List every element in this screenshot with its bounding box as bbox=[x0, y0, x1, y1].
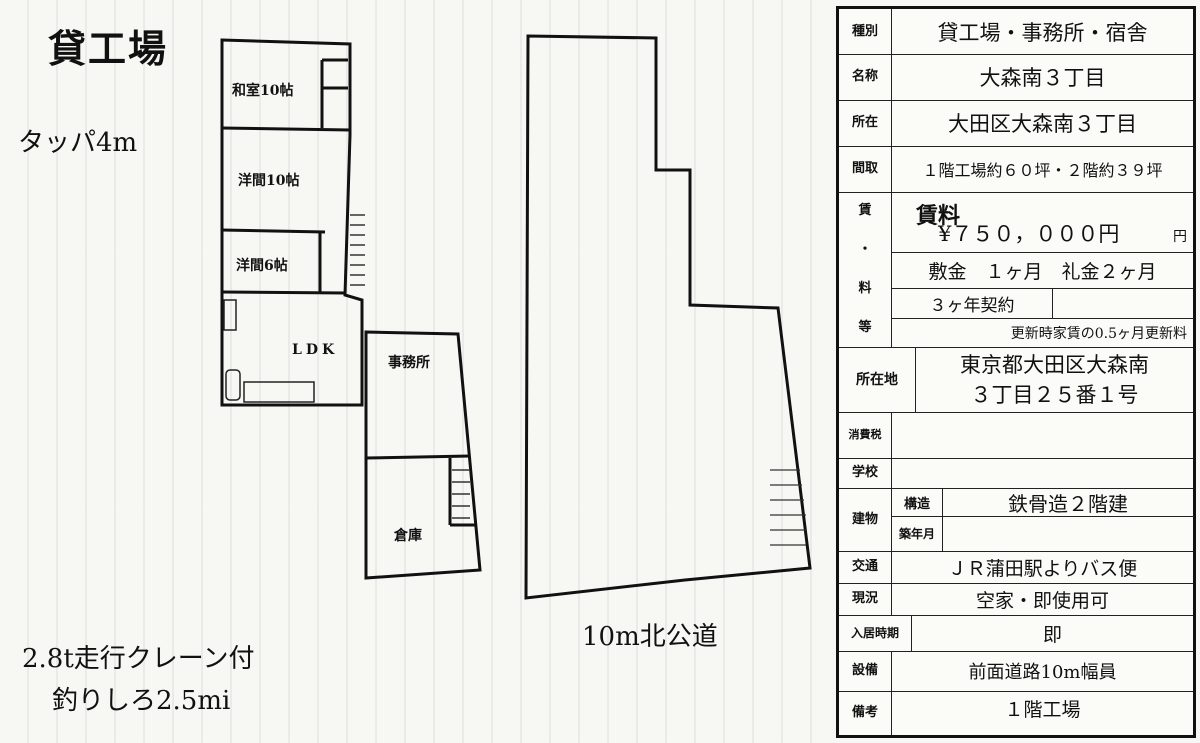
value-tax bbox=[892, 412, 1193, 458]
row-building: 建物 構造 鉄骨造２階建 築年月 bbox=[839, 488, 1194, 552]
key-structure: 構造 bbox=[892, 488, 943, 517]
value-type: 貸工場・事務所・宿舎 bbox=[937, 20, 1148, 45]
row-location: 所在 大田区大森南３丁目 bbox=[839, 100, 1193, 147]
row-school: 学校 bbox=[839, 458, 1193, 489]
value-location: 大田区大森南３丁目 bbox=[948, 112, 1137, 136]
row-layout: 間取 １階工場約６０坪・２階約３９坪 bbox=[839, 146, 1193, 193]
row-address: 所在地 東京都大田区大森南 ３丁目２５番１号 bbox=[839, 347, 1193, 413]
ceiling-height-note: タッパ4m bbox=[18, 128, 138, 158]
rent-value: ¥７５０，０００円 bbox=[938, 222, 1120, 246]
value-move-in: 即 bbox=[1042, 623, 1062, 646]
row-access: 交通 ＪＲ蒲田駅よりバス便 bbox=[839, 551, 1193, 584]
rent-label: 賃料 bbox=[916, 203, 961, 229]
value-layout: １階工場約６０坪・２階約３９坪 bbox=[922, 161, 1163, 180]
key-name: 名称 bbox=[839, 54, 892, 100]
office-outline bbox=[364, 330, 482, 580]
key-facility: 設備 bbox=[839, 651, 892, 691]
deposit-cell: 敷金 １ヶ月 礼金２ヶ月 bbox=[892, 252, 1193, 289]
key-school: 学校 bbox=[839, 458, 892, 488]
value-remarks: １階工場 bbox=[1004, 699, 1081, 721]
page-title: 貸工場 bbox=[48, 26, 169, 71]
row-move-in: 入居時期 即 bbox=[839, 615, 1193, 652]
key-address: 所在地 bbox=[839, 347, 916, 412]
room-office: 事務所 bbox=[388, 355, 430, 371]
row-name: 名称 大森南３丁目 bbox=[839, 54, 1193, 101]
row-type: 種別 貸工場・事務所・宿舎 bbox=[839, 9, 1193, 55]
renewal-cell: 更新時家賃の0.5ヶ月更新料 bbox=[1010, 325, 1187, 342]
value-facility: 前面道路10m幅員 bbox=[968, 662, 1117, 683]
scan-background bbox=[0, 0, 830, 743]
room-washitsu: 和室10帖 bbox=[232, 83, 294, 99]
room-yoma10: 洋間10帖 bbox=[238, 173, 300, 189]
room-ldk: LDK bbox=[292, 342, 339, 358]
key-access: 交通 bbox=[839, 551, 892, 583]
value-status: 空家・即使用可 bbox=[975, 589, 1109, 612]
value-address: 東京都大田区大森南 ３丁目２５番１号 bbox=[916, 347, 1193, 412]
room-warehouse: 倉庫 bbox=[394, 528, 422, 544]
key-tax: 消費税 bbox=[839, 412, 892, 458]
road-label: 10m北公道 bbox=[582, 622, 718, 652]
factory-outline bbox=[524, 34, 812, 600]
value-structure: 鉄骨造２階建 bbox=[942, 488, 1194, 517]
room-yoma6: 洋間6帖 bbox=[236, 258, 288, 274]
row-remarks: 備考 １階工場 bbox=[839, 691, 1193, 735]
key-move-in: 入居時期 bbox=[839, 615, 912, 651]
key-status: 現況 bbox=[839, 583, 892, 615]
key-layout: 間取 bbox=[839, 146, 892, 192]
value-school bbox=[892, 458, 1193, 488]
key-rent: 賃 ・ 料 等 bbox=[839, 192, 892, 347]
address-line2: ３丁目２５番１号 bbox=[970, 382, 1139, 407]
crane-note: 2.8t走行クレーン付 bbox=[22, 644, 255, 674]
row-rent: 賃 ・ 料 等 賃料 ¥７５０，０００円 円 敷金 １ヶ月 礼金２ヶ月 ３ヶ年契… bbox=[839, 192, 1194, 348]
key-building: 建物 bbox=[839, 488, 892, 551]
residence-outline bbox=[220, 38, 364, 407]
building-details: 構造 鉄骨造２階建 築年月 bbox=[892, 488, 1194, 551]
key-location: 所在 bbox=[839, 100, 892, 146]
address-line1: 東京都大田区大森南 bbox=[960, 352, 1149, 377]
hook-height-note: 釣りしろ2.5mi bbox=[52, 686, 231, 716]
rent-amount-cell: 賃料 ¥７５０，０００円 円 bbox=[892, 192, 1193, 253]
key-remarks: 備考 bbox=[839, 691, 892, 735]
row-tax: 消費税 bbox=[839, 412, 1193, 459]
key-built-year: 築年月 bbox=[892, 516, 943, 551]
value-name: 大森南３丁目 bbox=[979, 66, 1106, 90]
contract-cell: ３ヶ年契約 bbox=[892, 288, 1053, 319]
key-type: 種別 bbox=[839, 9, 892, 54]
value-access: ＪＲ蒲田駅よりバス便 bbox=[947, 557, 1138, 580]
row-status: 現況 空家・即使用可 bbox=[839, 583, 1193, 616]
row-facility: 設備 前面道路10m幅員 bbox=[839, 651, 1193, 692]
rent-unit: 円 bbox=[1173, 229, 1187, 245]
contract-empty-cell bbox=[1052, 288, 1194, 319]
floor-plan bbox=[220, 34, 812, 600]
rent-details: 賃料 ¥７５０，０００円 円 敷金 １ヶ月 礼金２ヶ月 ３ヶ年契約 更新時家賃の… bbox=[892, 192, 1194, 347]
property-info-table: 種別 貸工場・事務所・宿舎 名称 大森南３丁目 所在 大田区大森南３丁目 間取 … bbox=[836, 6, 1196, 738]
value-built-year bbox=[942, 516, 1194, 551]
